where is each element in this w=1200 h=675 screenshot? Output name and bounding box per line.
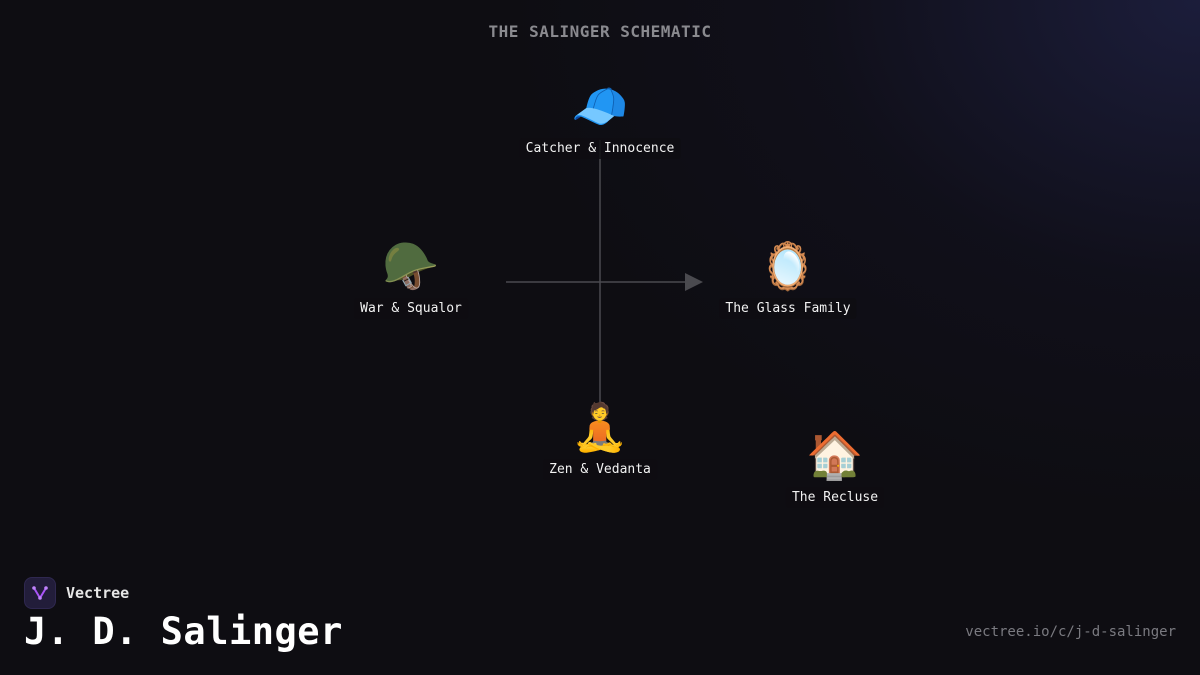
node-glass-family[interactable]: 🪞 The Glass Family <box>719 238 857 319</box>
diagram-title: THE SALINGER SCHEMATIC <box>488 22 712 41</box>
edge-war-glass-arrowhead <box>685 273 703 291</box>
page-url[interactable]: vectree.io/c/j-d-salinger <box>965 624 1176 640</box>
node-label: War & Squalor <box>354 298 468 319</box>
military-helmet-icon: 🪖 <box>382 239 440 293</box>
baseball-cap-icon: 🧢 <box>571 79 629 133</box>
meditating-person-icon: 🧘 <box>571 400 629 454</box>
node-label: The Glass Family <box>719 298 857 319</box>
mirror-icon: 🪞 <box>759 239 817 293</box>
vectree-logo-icon <box>24 577 56 609</box>
node-the-recluse[interactable]: 🏠 The Recluse <box>785 427 885 508</box>
brand[interactable]: Vectree <box>24 577 129 609</box>
node-zen-vedanta[interactable]: 🧘 Zen & Vedanta <box>543 399 657 480</box>
house-icon: 🏠 <box>806 428 864 482</box>
node-label: The Recluse <box>785 487 885 508</box>
node-label: Catcher & Innocence <box>519 138 681 159</box>
node-catcher-innocence[interactable]: 🧢 Catcher & Innocence <box>519 78 681 159</box>
node-label: Zen & Vedanta <box>543 459 657 480</box>
page-heading: J. D. Salinger <box>24 610 343 653</box>
node-war-squalor[interactable]: 🪖 War & Squalor <box>354 238 468 319</box>
brand-name: Vectree <box>66 584 130 602</box>
